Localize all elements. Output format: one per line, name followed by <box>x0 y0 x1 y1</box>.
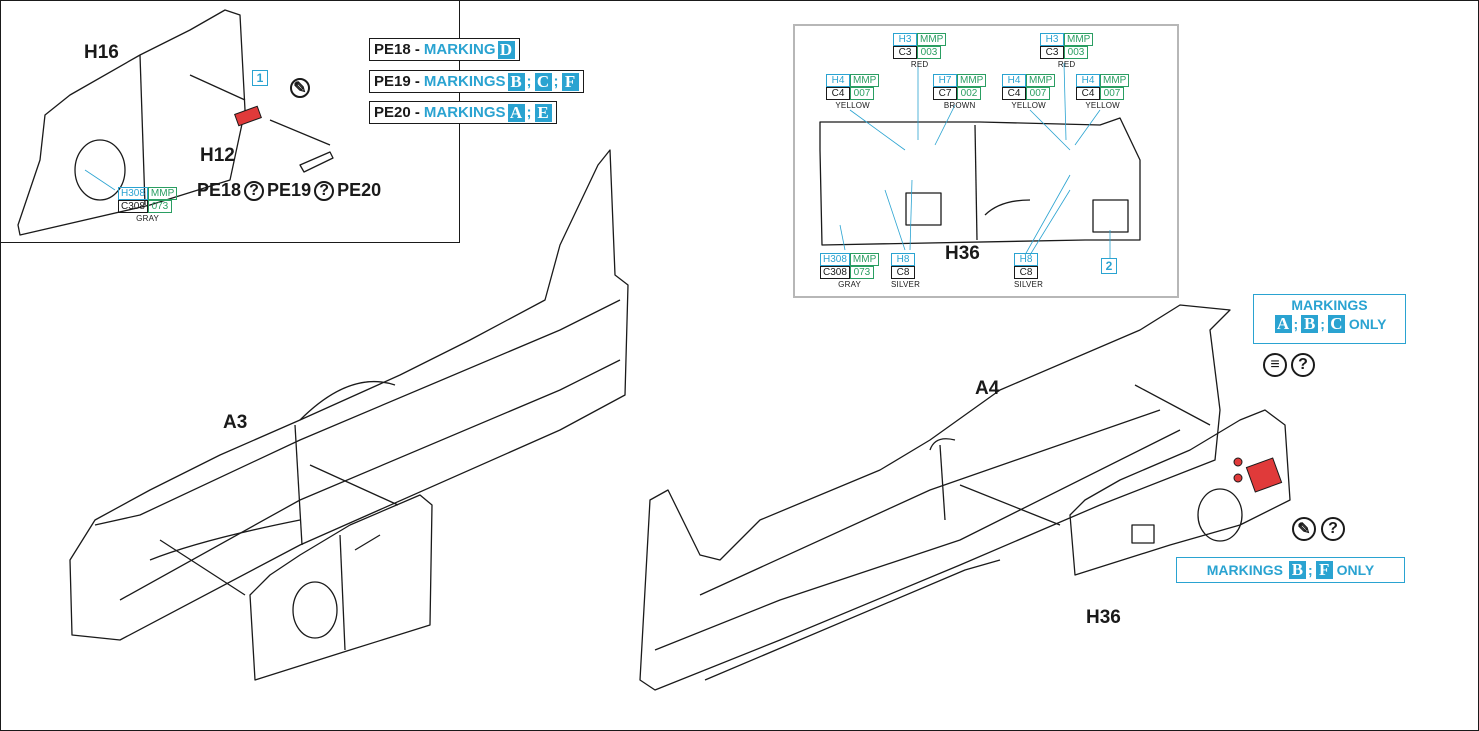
markings-only-bf: MARKINGS B; F ONLY <box>1176 557 1405 583</box>
side-panel-h36-inset <box>819 117 1141 246</box>
markings-only-abc: MARKINGS A; B; C ONLY <box>1253 294 1406 344</box>
red-parts <box>234 105 1283 493</box>
side-panel-h16-inset <box>17 9 246 236</box>
drill-icon: ≡ <box>1263 353 1287 377</box>
paint-callout-silver-1: H8 C8 SILVER <box>891 253 921 289</box>
pe-variant-1: PE18 <box>197 180 242 200</box>
part-label-h36-main: H36 <box>1086 607 1121 628</box>
pe-variant-3: PE20 <box>337 180 382 200</box>
inset-detail-h36 <box>793 24 1179 298</box>
part-label-a4: A4 <box>975 378 1000 399</box>
pe-variant-2: PE19 <box>267 180 312 200</box>
photo-etch-icon: ✎ <box>1292 517 1316 541</box>
side-panel-h36-lower <box>1069 409 1291 576</box>
marking-row-pe19: PE19 -MARKINGS B; C; F <box>369 70 584 93</box>
marking-letter: D <box>497 40 515 59</box>
marking-row-pe18: PE18 -MARKING D <box>369 38 520 61</box>
question-icon: ? <box>1321 517 1345 541</box>
fuselage-half-a3 <box>69 149 629 641</box>
question-icon: ? <box>244 180 265 201</box>
question-icon: ? <box>1291 353 1315 377</box>
paint-callout-silver-2: H8 C8 SILVER <box>1014 253 1044 289</box>
part-label-h16: H16 <box>84 42 119 63</box>
step-number-2: 2 <box>1101 258 1117 274</box>
question-icon: ? <box>314 180 335 201</box>
step-number-1: 1 <box>252 70 268 86</box>
side-panel-h16-lower <box>249 494 433 681</box>
fuselage-half-a4 <box>639 304 1231 691</box>
marking-row-pe20: PE20 -MARKINGS A; E <box>369 101 557 124</box>
marking-part: PE18 <box>374 41 411 58</box>
part-label-h12: H12 <box>200 145 235 166</box>
part-label-h36-inset: H36 <box>945 243 980 264</box>
photo-etch-icon: ✎ <box>290 78 310 98</box>
photo-etch-variants: PE18 ? PE19 ? PE20 <box>197 180 381 201</box>
part-label-a3: A3 <box>223 412 248 433</box>
